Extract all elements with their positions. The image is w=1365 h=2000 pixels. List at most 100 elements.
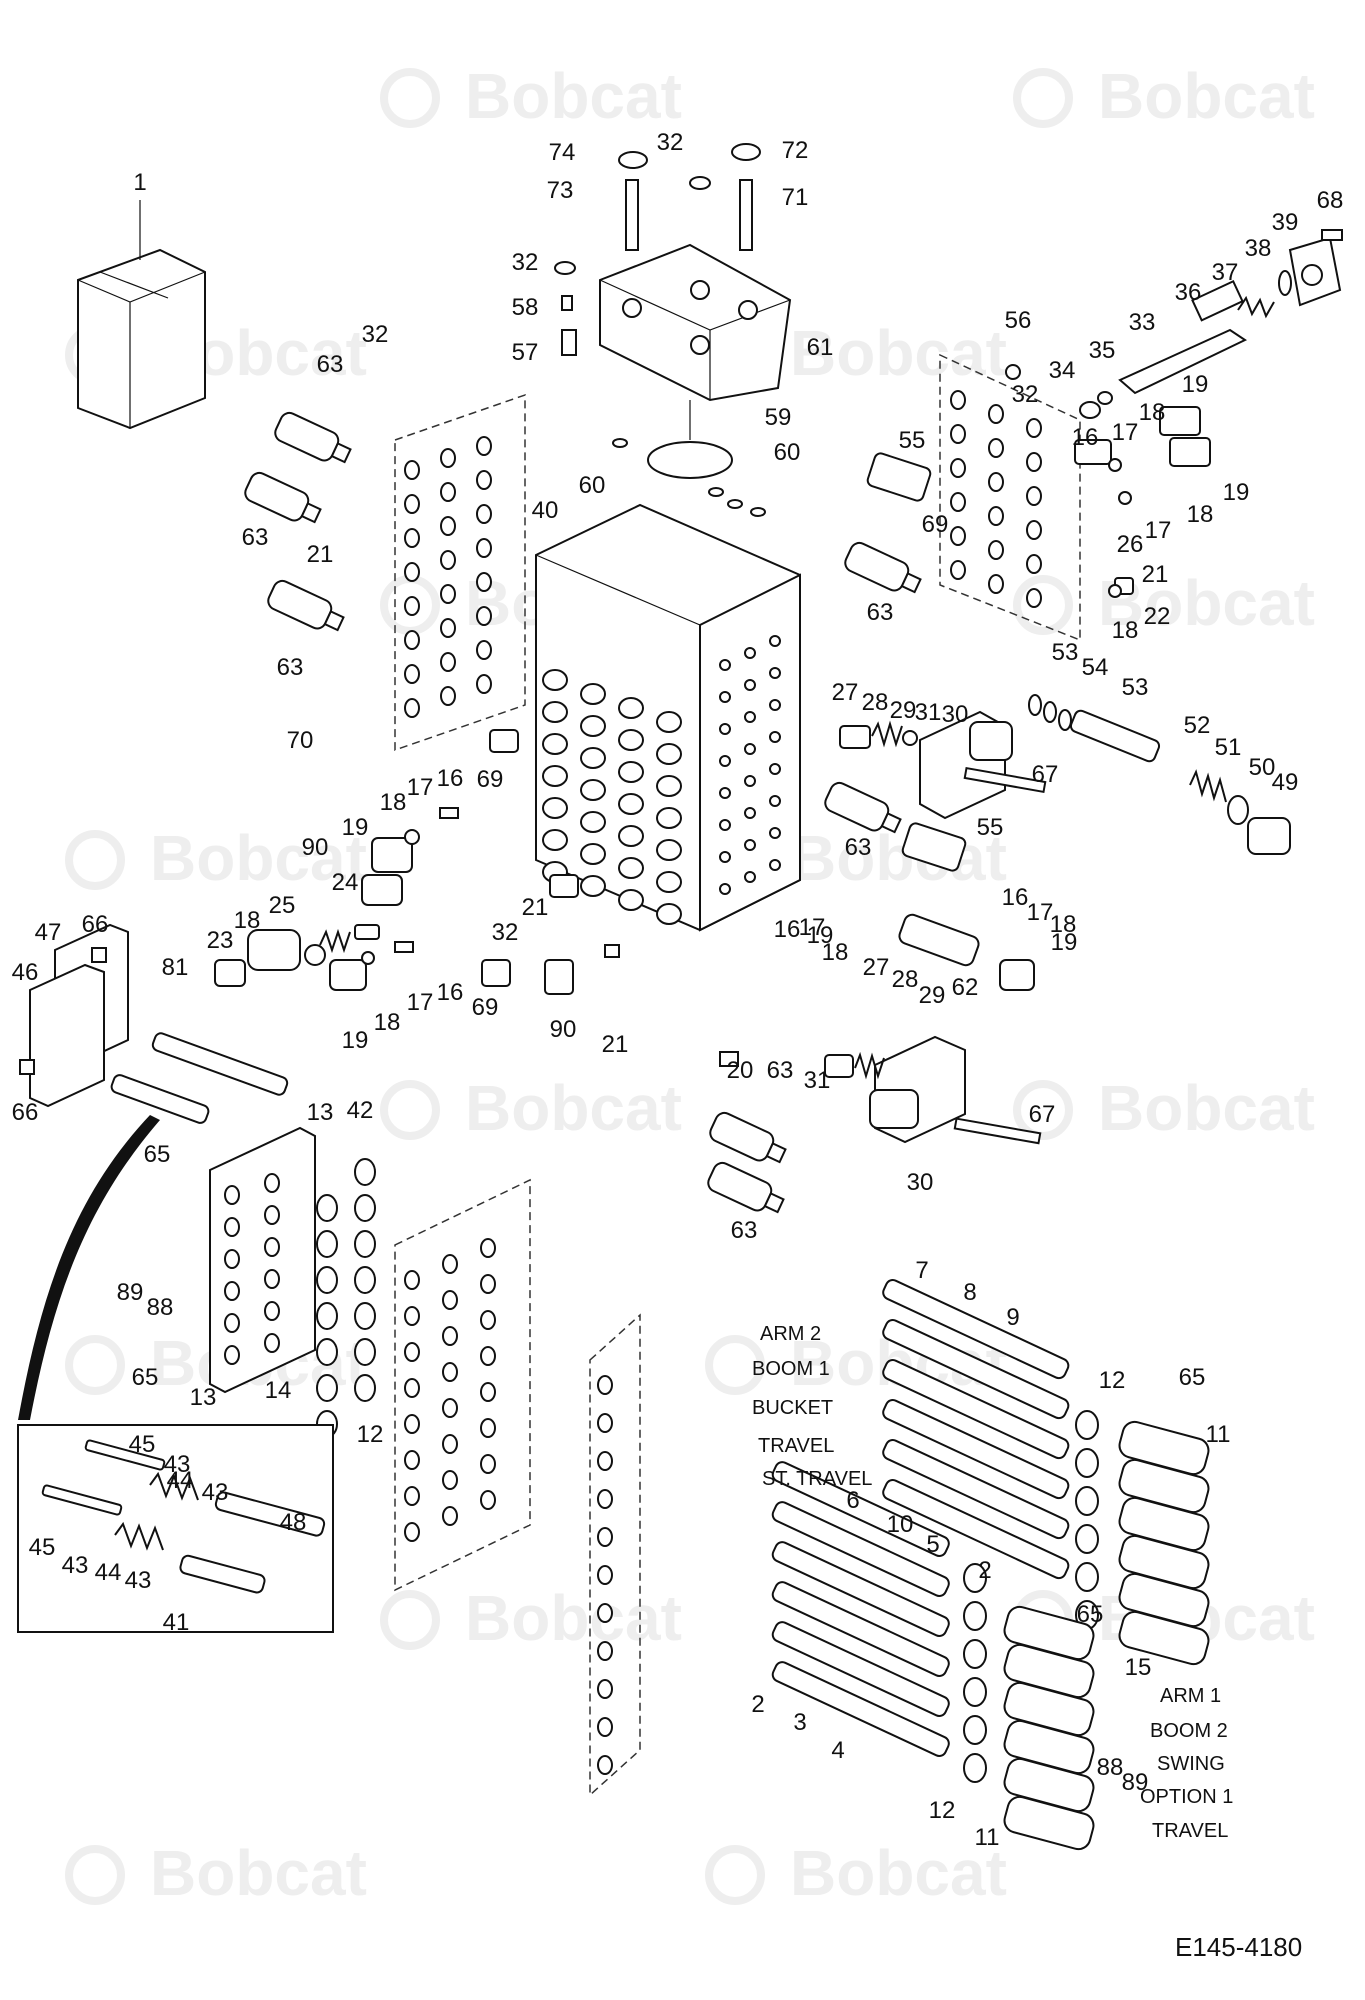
callout-12: 12 xyxy=(929,1797,956,1824)
callout-89: 89 xyxy=(1122,1769,1149,1796)
bobcat-logo-icon xyxy=(1013,68,1073,128)
callout-50: 50 xyxy=(1249,754,1276,781)
bobcat-logo-icon xyxy=(65,1335,125,1395)
label-swing: SWING xyxy=(1157,1753,1225,1775)
callout-44: 44 xyxy=(95,1559,122,1586)
callout-19: 19 xyxy=(1051,929,1078,956)
callout-18: 18 xyxy=(822,939,849,966)
callout-41: 41 xyxy=(163,1609,190,1636)
callout-55: 55 xyxy=(899,427,926,454)
drawing-reference: E145-4180 xyxy=(1175,1932,1302,1962)
callout-51: 51 xyxy=(1215,734,1242,761)
callout-65: 65 xyxy=(132,1364,159,1391)
callout-60: 60 xyxy=(579,472,606,499)
callout-27: 27 xyxy=(863,954,890,981)
lower-right-plate xyxy=(589,1313,641,1797)
callout-13: 13 xyxy=(190,1384,217,1411)
callout-54: 54 xyxy=(1082,654,1109,681)
callout-28: 28 xyxy=(892,966,919,993)
callout-53: 53 xyxy=(1122,674,1149,701)
callout-40: 40 xyxy=(532,497,559,524)
callout-63: 63 xyxy=(731,1217,758,1244)
callout-28: 28 xyxy=(862,689,889,716)
callout-63: 63 xyxy=(767,1057,794,1084)
label-travel2: TRAVEL xyxy=(1152,1820,1228,1842)
callout-16: 16 xyxy=(774,916,801,943)
callout-6: 6 xyxy=(846,1487,859,1514)
right-gasket-plate xyxy=(939,353,1081,642)
bobcat-logo-icon xyxy=(1013,575,1073,635)
bobcat-watermark: Bobcat xyxy=(790,1837,1007,1909)
callout-9: 9 xyxy=(1006,1304,1019,1331)
spools-and-covers-13 xyxy=(110,1032,316,1394)
callout-56: 56 xyxy=(1005,307,1032,334)
callout-16: 16 xyxy=(1002,884,1029,911)
callout-5: 5 xyxy=(926,1531,939,1558)
plugs-right-upper xyxy=(1074,406,1211,598)
bobcat-watermark: Bobcat xyxy=(1098,1072,1315,1144)
part-61-top-cover xyxy=(599,243,792,440)
bobcat-watermark: Bobcat xyxy=(1098,567,1315,639)
callout-45: 45 xyxy=(129,1431,156,1458)
callout-2: 2 xyxy=(751,1691,764,1718)
bobcat-logo-icon xyxy=(65,1845,125,1905)
callout-17: 17 xyxy=(1112,419,1139,446)
callout-18: 18 xyxy=(1187,501,1214,528)
lower-spools xyxy=(771,1279,1070,1757)
callout-20: 20 xyxy=(727,1057,754,1084)
callout-43: 43 xyxy=(62,1552,89,1579)
callout-55: 55 xyxy=(977,814,1004,841)
callout-57: 57 xyxy=(512,339,539,366)
callout-74: 74 xyxy=(549,139,576,166)
callout-32: 32 xyxy=(512,249,539,276)
callout-17: 17 xyxy=(1145,517,1172,544)
callout-21: 21 xyxy=(522,894,549,921)
label-travel1: TRAVEL xyxy=(758,1435,834,1457)
callout-31: 31 xyxy=(804,1067,831,1094)
callout-29: 29 xyxy=(890,697,917,724)
callout-36: 36 xyxy=(1175,279,1202,306)
label-arm1: ARM 1 xyxy=(1160,1685,1221,1707)
bobcat-watermark: Bobcat xyxy=(465,1582,682,1654)
callout-38: 38 xyxy=(1245,235,1272,262)
callout-18: 18 xyxy=(234,907,261,934)
callout-65: 65 xyxy=(1179,1364,1206,1391)
detail-inset xyxy=(17,1424,334,1633)
part-1-box xyxy=(77,200,206,430)
callout-19: 19 xyxy=(342,814,369,841)
callout-17: 17 xyxy=(407,989,434,1016)
callout-11: 11 xyxy=(1206,1421,1231,1448)
label-boom1: BOOM 1 xyxy=(752,1358,830,1380)
label-option1: OPTION 1 xyxy=(1140,1786,1233,1808)
callout-43: 43 xyxy=(125,1567,152,1594)
callout-43: 43 xyxy=(202,1479,229,1506)
callout-58: 58 xyxy=(512,294,539,321)
callout-12: 12 xyxy=(357,1421,384,1448)
end-cover-46-47 xyxy=(19,923,129,1108)
callout-63: 63 xyxy=(277,654,304,681)
spool-group-33-39 xyxy=(1005,229,1343,419)
callout-27: 27 xyxy=(832,679,859,706)
callout-34: 34 xyxy=(1049,357,1076,384)
bobcat-watermark: Bobcat xyxy=(1098,60,1315,132)
callout-70: 70 xyxy=(287,727,314,754)
left-plugs-and-block xyxy=(214,729,739,1067)
callout-48: 48 xyxy=(280,1509,307,1536)
callout-17: 17 xyxy=(1027,899,1054,926)
part-62-valve xyxy=(898,913,1035,991)
callout-45: 45 xyxy=(29,1534,56,1561)
callout-16: 16 xyxy=(437,765,464,792)
callout-81: 81 xyxy=(162,954,189,981)
callout-14: 14 xyxy=(265,1377,292,1404)
studs-and-nuts xyxy=(554,143,761,356)
callout-15: 15 xyxy=(1125,1654,1152,1681)
callout-19: 19 xyxy=(807,922,834,949)
o-rings-12-42 xyxy=(316,1158,1099,1783)
callout-65: 65 xyxy=(1077,1601,1104,1628)
relief-valves-63 xyxy=(244,411,922,1214)
o-rings-59-60 xyxy=(612,438,766,517)
relief-valve-63 xyxy=(709,1111,787,1164)
bobcat-logo-icon xyxy=(380,68,440,128)
